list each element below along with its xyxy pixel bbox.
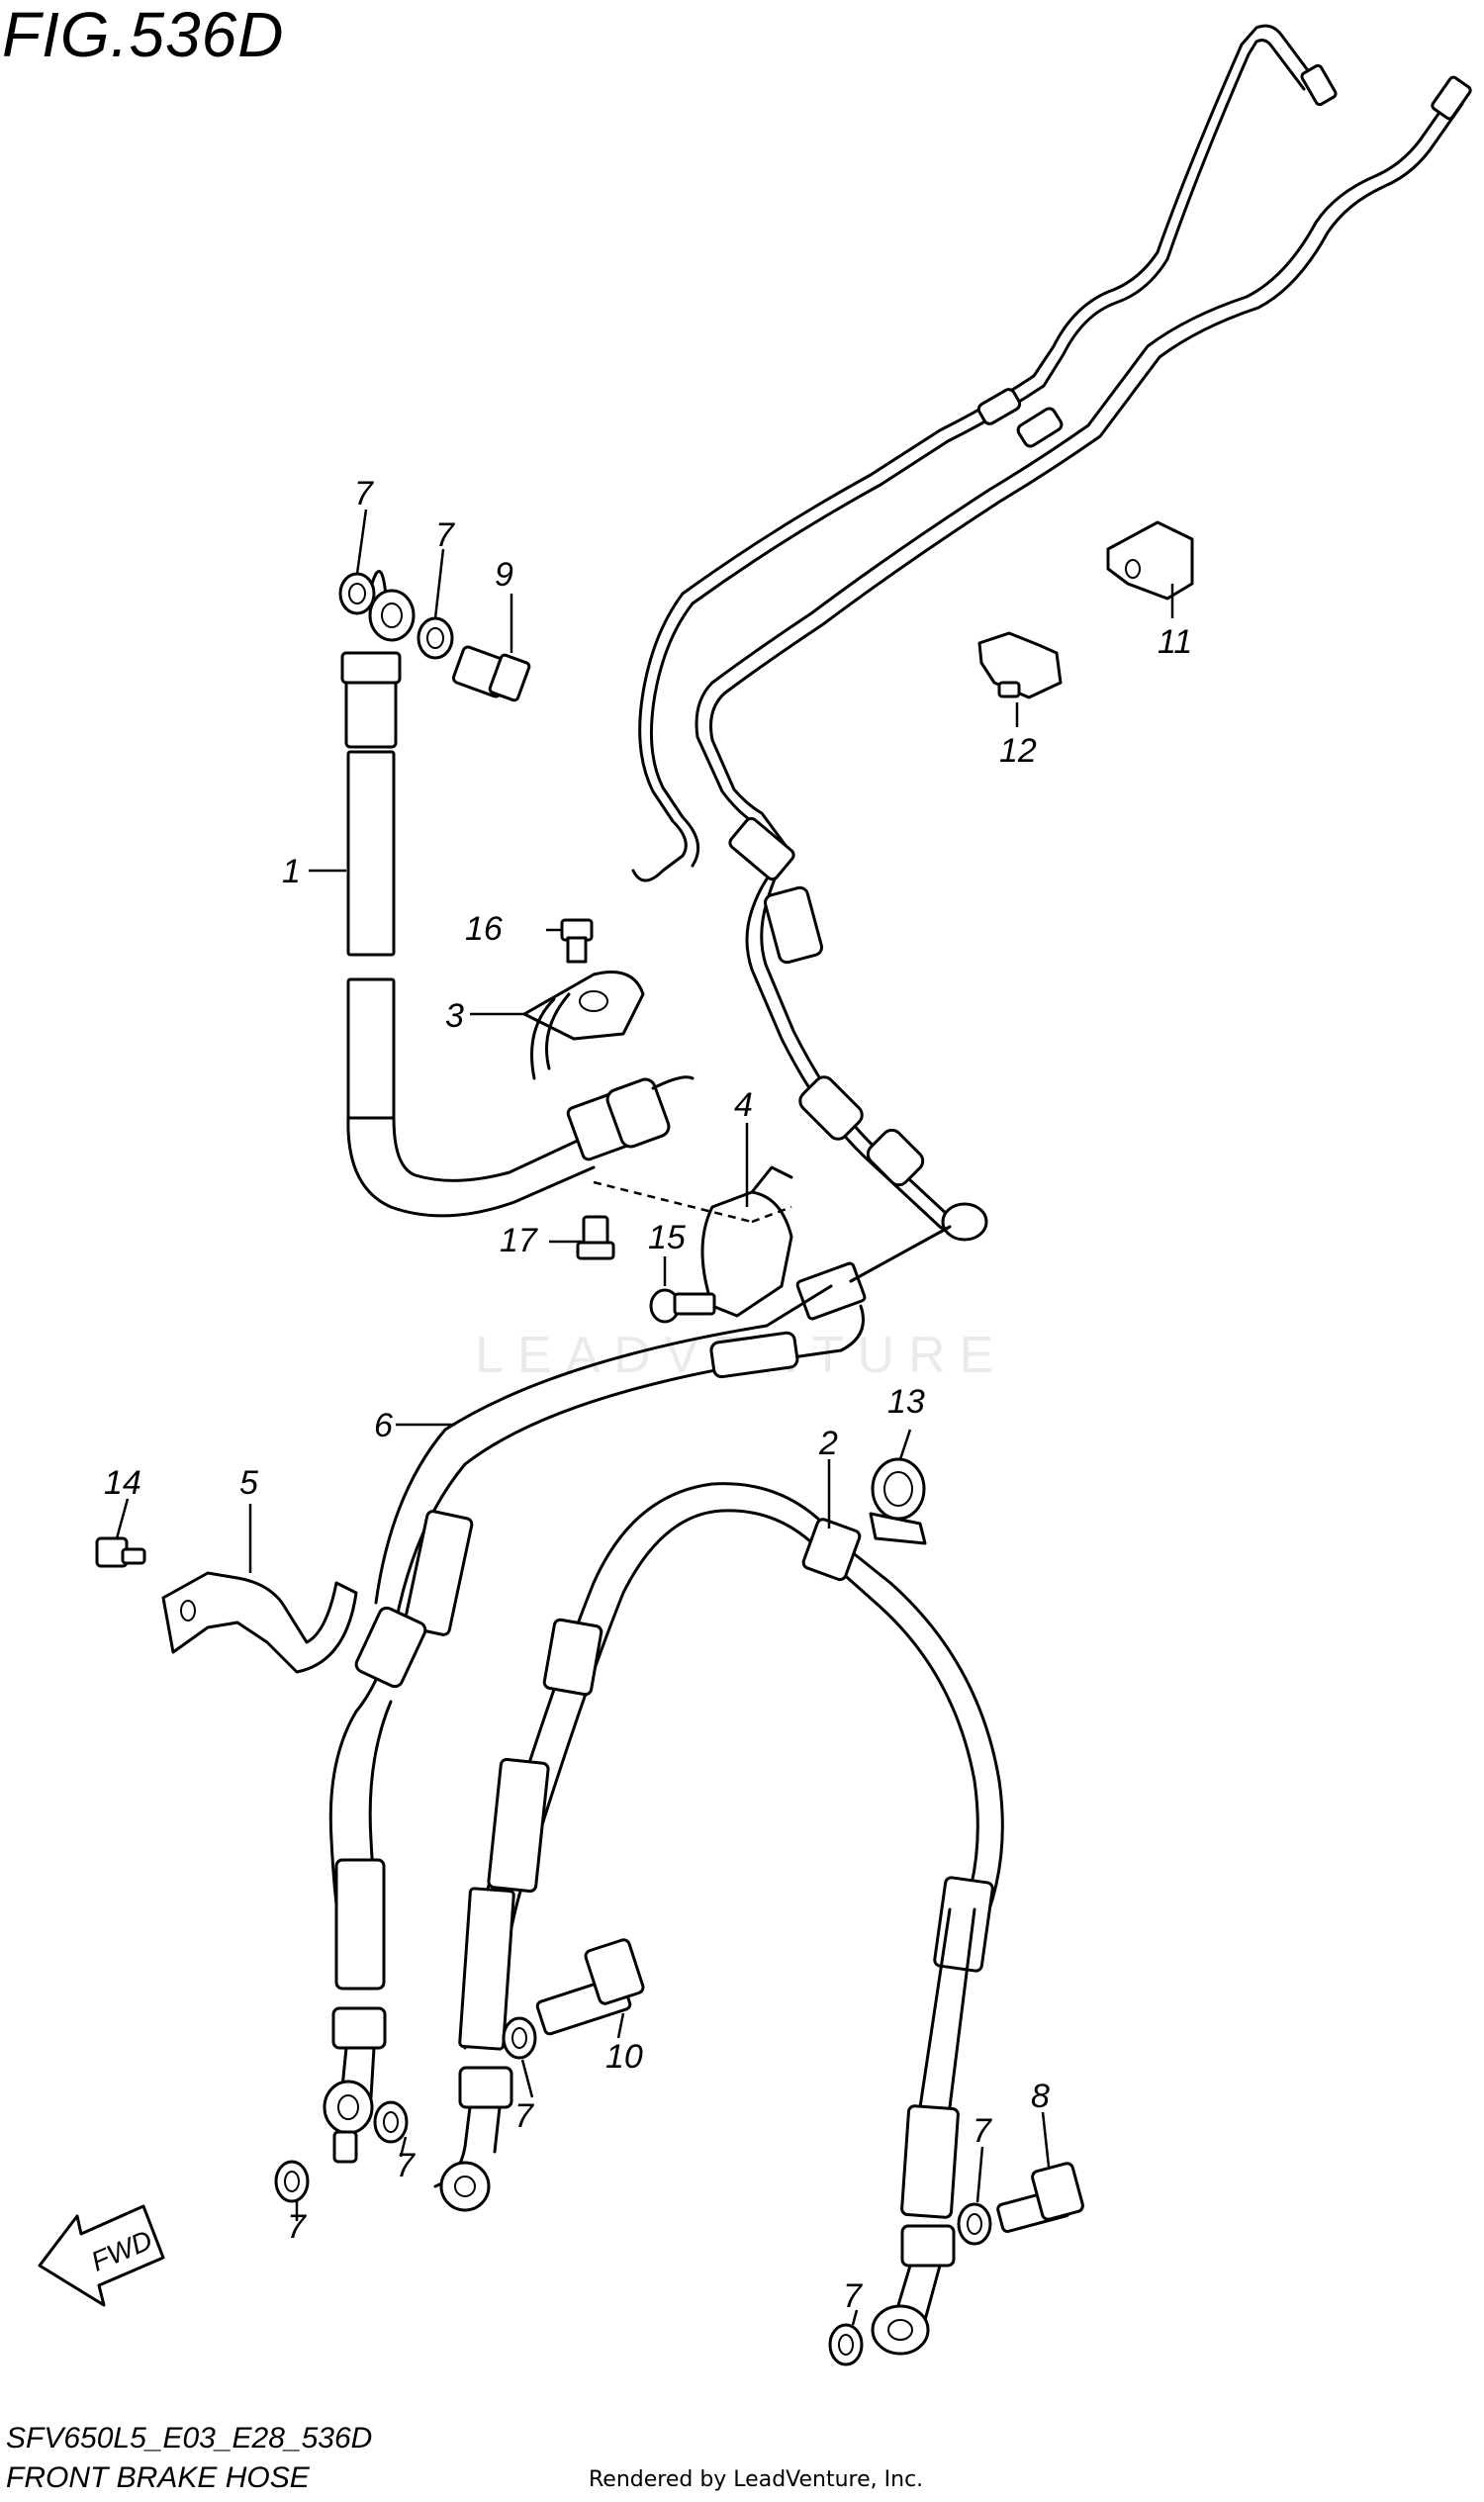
callout-13: 13 xyxy=(887,1383,925,1421)
callout-11: 11 xyxy=(1158,623,1192,661)
callout-2: 2 xyxy=(818,1425,838,1462)
callout-10: 10 xyxy=(605,2038,643,2076)
callout-3: 3 xyxy=(445,997,464,1035)
part-6-brake-hose xyxy=(323,1284,865,2164)
banjo-fitting-top xyxy=(368,589,416,642)
part-5-bracket xyxy=(161,1571,358,1674)
part-12-clip xyxy=(977,631,1063,699)
pipe-fitting-right-end xyxy=(1431,75,1472,121)
callout-8: 8 xyxy=(1031,2078,1050,2115)
brake-pipe-lower xyxy=(728,816,988,1242)
callout-1: 1 xyxy=(282,853,301,890)
section-name: FRONT BRAKE HOSE xyxy=(6,2461,310,2494)
part-4-bracket xyxy=(700,1165,793,1318)
part-8-union-bolt xyxy=(996,2162,1084,2233)
callout-7e: 7 xyxy=(287,2208,307,2246)
part-10-union-bolt xyxy=(535,1938,645,2036)
callout-16: 16 xyxy=(465,910,503,948)
washer-7-e xyxy=(274,2160,310,2203)
fwd-arrow-icon: FWD xyxy=(38,2204,165,2307)
callout-7b: 7 xyxy=(435,516,455,554)
part-17-bolt xyxy=(576,1215,615,1260)
callout-7a: 7 xyxy=(354,475,374,512)
part-2-brake-hose xyxy=(433,1482,1004,2356)
callout-7f: 7 xyxy=(973,2112,992,2150)
callout-7g: 7 xyxy=(843,2277,863,2315)
brake-pipe-right xyxy=(695,75,1472,863)
callout-6: 6 xyxy=(374,1407,393,1444)
model-code: SFV650L5_E03_E28_536D xyxy=(6,2422,373,2455)
callout-12: 12 xyxy=(999,732,1037,770)
washer-7-c xyxy=(373,2100,409,2144)
part-11-clip xyxy=(1106,520,1194,601)
callout-5: 5 xyxy=(239,1464,258,1502)
callout-7d: 7 xyxy=(396,2147,416,2184)
brake-pipe-left xyxy=(631,24,1338,882)
part-15-bolt xyxy=(649,1288,716,1324)
callout-14: 14 xyxy=(104,1464,141,1502)
washer-7-g xyxy=(828,2323,864,2366)
washer-7-a xyxy=(338,572,376,615)
callout-7c: 7 xyxy=(514,2097,534,2135)
washer-7-f xyxy=(957,2202,992,2246)
part-13-clamp xyxy=(869,1457,927,1545)
callout-4: 4 xyxy=(734,1086,753,1124)
leader-dashed xyxy=(593,1180,792,1224)
callout-9: 9 xyxy=(495,556,513,594)
part-3-clamp xyxy=(522,971,645,1080)
callout-17: 17 xyxy=(500,1222,538,1259)
figure-title: FIG.536D xyxy=(2,0,285,70)
part-1-brake-hose xyxy=(340,570,695,1218)
part-9-union-bolt xyxy=(451,645,531,702)
brake-joint-block xyxy=(795,1225,952,1321)
callout-leaders xyxy=(115,509,1174,2326)
pipe-fitting-left-end xyxy=(1300,63,1338,107)
washer-7-b xyxy=(417,616,454,660)
washer-7-d xyxy=(502,2016,537,2060)
render-credit: Rendered by LeadVenture, Inc. xyxy=(589,2467,924,2492)
part-16-bolt xyxy=(560,918,594,964)
part-14-bolt xyxy=(95,1536,146,1568)
callout-15: 15 xyxy=(648,1219,686,1256)
